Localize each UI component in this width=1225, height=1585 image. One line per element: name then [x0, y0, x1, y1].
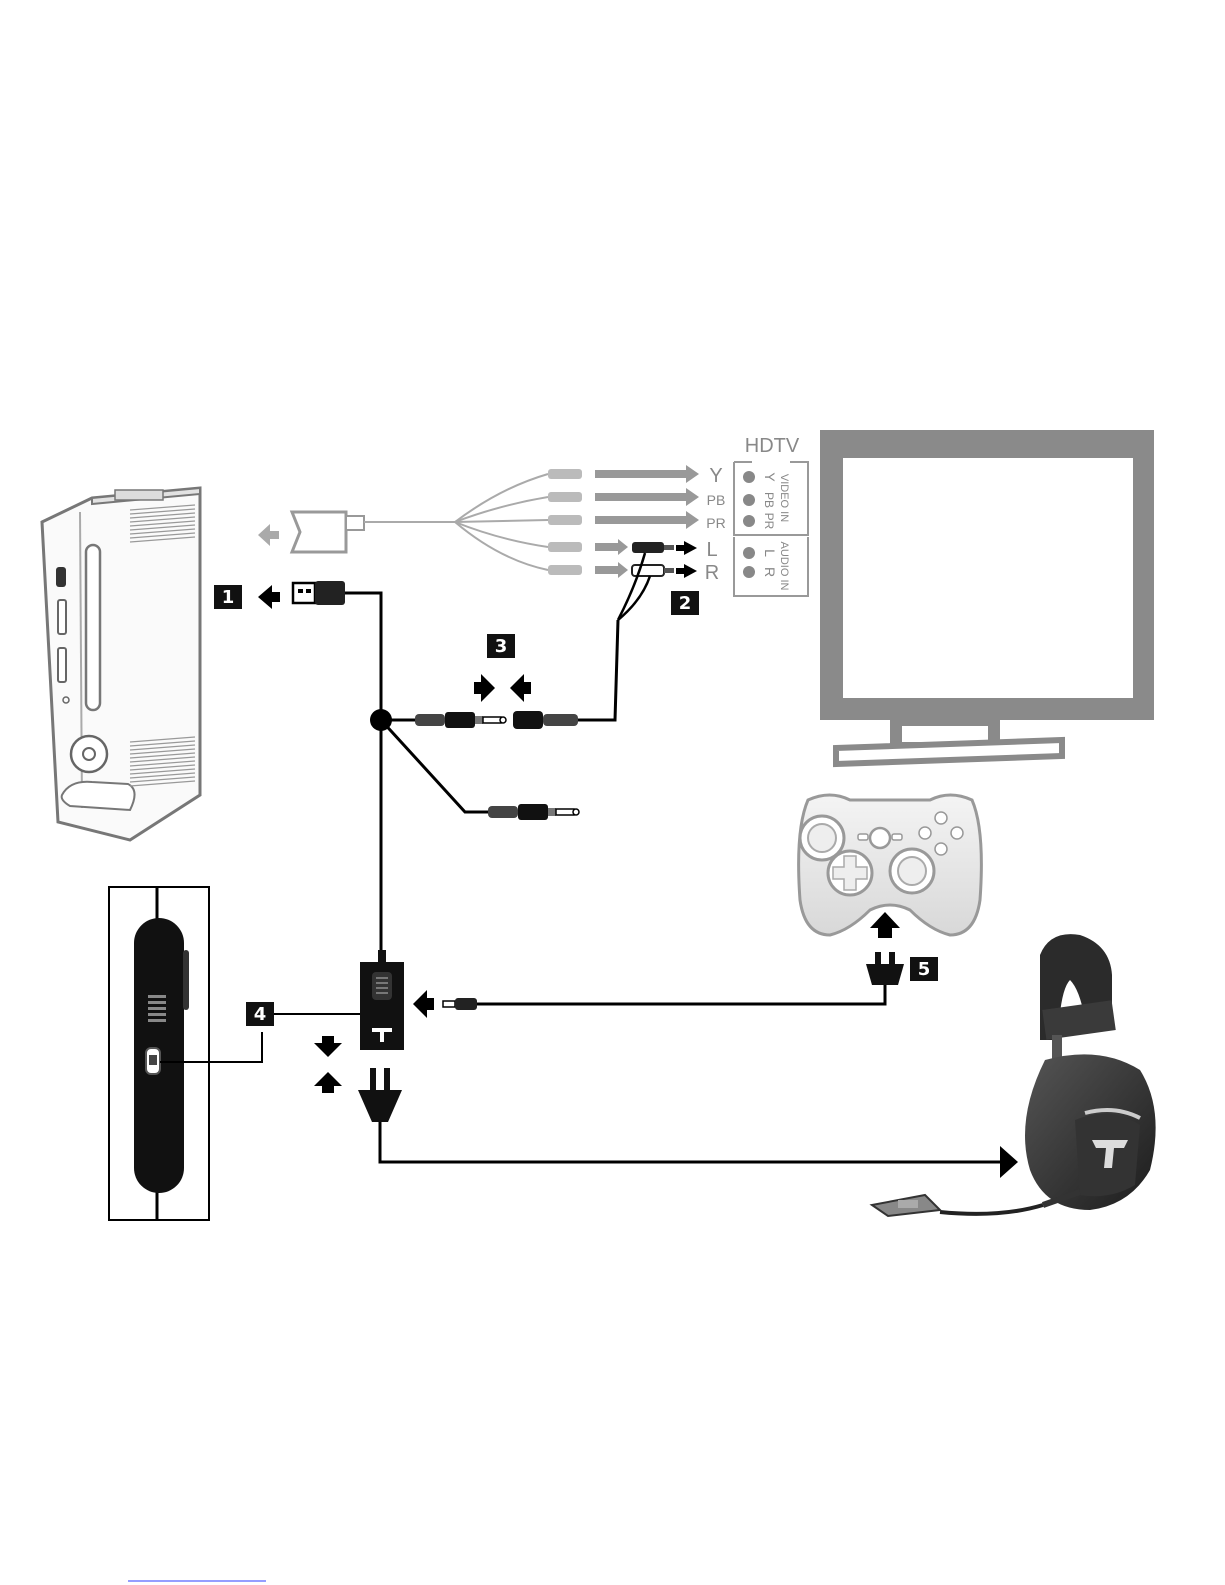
female-3.5mm-jack-icon: [513, 711, 578, 729]
connect-arrow-up: [314, 1072, 342, 1093]
cable-label-pb: PB: [707, 492, 726, 508]
hdtv-icon: [820, 430, 1154, 764]
jack-pb-icon: [743, 494, 755, 506]
amplifier-icon: [360, 950, 404, 1050]
cable-label-pr: PR: [706, 515, 725, 531]
step-2-badge: 2: [671, 591, 699, 615]
connect-arrow-right: [474, 674, 495, 702]
inline-remote-icon: [134, 918, 189, 1193]
tv-jack-pr: PR: [762, 513, 776, 530]
jack-l-icon: [743, 547, 755, 559]
step-3-badge: 3: [487, 634, 515, 658]
headset-plug-icon: [358, 1068, 402, 1122]
usb-cable: [258, 581, 381, 952]
headset-arrow-right: [1000, 1146, 1018, 1178]
controller-adapter-icon: [866, 952, 904, 985]
step-2-label: 2: [679, 593, 692, 614]
step-4-label: 4: [254, 1004, 267, 1025]
audio-splitter: [370, 674, 579, 820]
step-3-label: 3: [495, 636, 508, 657]
cable-label-r: R: [705, 562, 719, 584]
tv-jack-y: Y: [762, 472, 778, 482]
inline-remote-panel: [109, 887, 360, 1220]
male-3.5mm-plug-icon: [415, 712, 506, 728]
step-1-label: 1: [222, 587, 235, 608]
usb-plug-icon: [293, 581, 345, 605]
tv-jack-pb: PB: [762, 492, 776, 508]
jack-pr-icon: [743, 515, 755, 527]
tv-jack-r: R: [762, 567, 778, 577]
headset-cable: [314, 1036, 1018, 1178]
av-connector-icon: [292, 512, 364, 552]
usb-arrow-left: [258, 585, 280, 609]
controller-arrow-up: [870, 912, 900, 938]
hdtv-label: HDTV: [745, 435, 800, 457]
microphone-icon: [872, 1195, 940, 1216]
step-4-badge: 4: [246, 1002, 274, 1026]
step-1-badge: 1: [214, 585, 242, 609]
tv-jack-l: L: [762, 549, 778, 557]
audio-in-label: AUDIO IN: [778, 542, 790, 591]
av-arrow-left: [258, 524, 279, 546]
xbox-console-icon: [42, 488, 200, 840]
hdtv-jack-panel: HDTV Y PB PR L R VIDEO IN AUDIO IN: [734, 435, 808, 596]
video-in-label: VIDEO IN: [778, 474, 790, 522]
chat-arrow-left: [413, 990, 434, 1018]
jack-y-icon: [743, 471, 755, 483]
step-5-badge: 5: [910, 957, 938, 981]
disconnect-arrow-down: [314, 1036, 342, 1057]
step-5-label: 5: [918, 959, 931, 980]
cable-label-l: L: [706, 539, 717, 561]
jack-r-icon: [743, 566, 755, 578]
controller-icon: [799, 795, 982, 935]
connect-arrow-left: [510, 674, 531, 702]
headphone-out-plug-icon: [488, 804, 579, 820]
cable-label-y: Y: [709, 465, 722, 487]
